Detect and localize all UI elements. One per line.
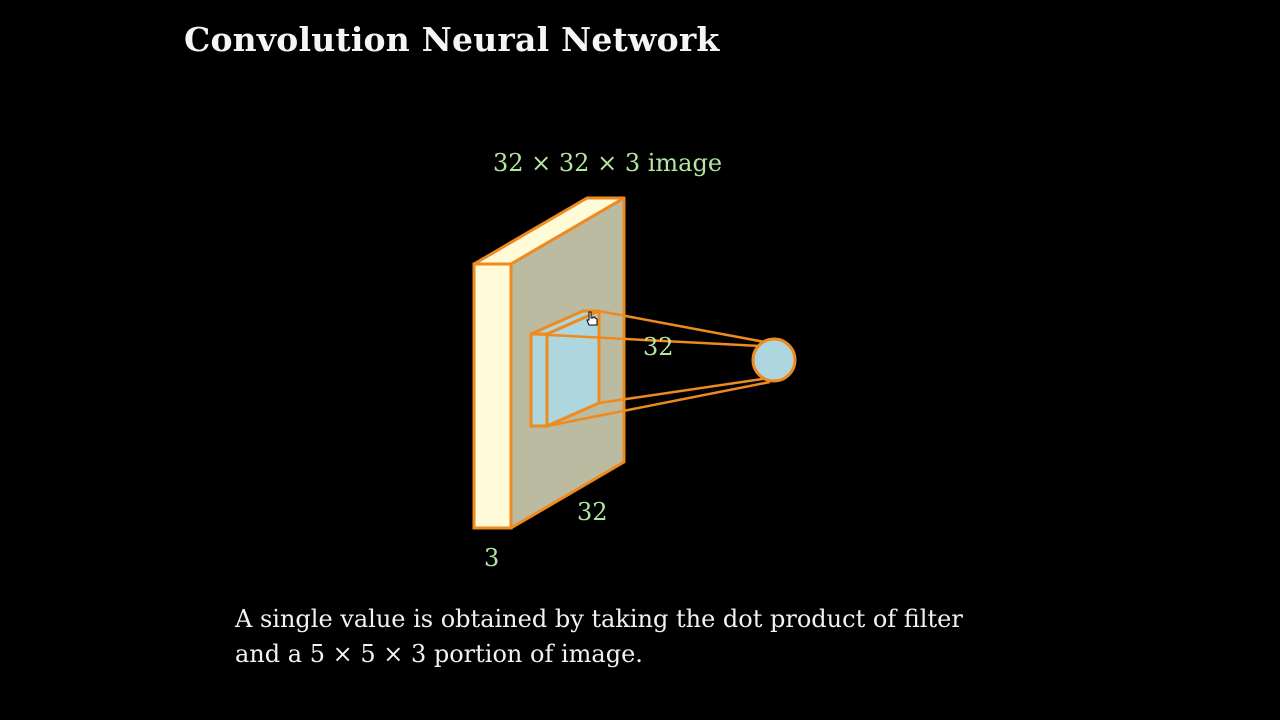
image-volume-front-face [472, 262, 513, 530]
caption-line-1: A single value is obtained by taking the… [235, 605, 963, 633]
caption: A single value is obtained by taking the… [235, 602, 963, 672]
output-neuron [751, 337, 797, 383]
slide-title: Convolution Neural Network [184, 20, 720, 59]
projection-line-top-back [598, 309, 771, 345]
width-dimension-label: 32 [577, 498, 608, 526]
depth-dimension-label: 3 [484, 544, 499, 572]
projection-line-bottom-front [546, 380, 771, 428]
projection-line-bottom-back [598, 375, 777, 405]
projection-line-top-front [530, 332, 761, 348]
caption-line-2: and a 5 × 5 × 3 portion of image. [235, 640, 643, 668]
height-dimension-label: 32 [643, 333, 674, 361]
hand-cursor-icon [586, 311, 598, 326]
filter-region-front-face [529, 332, 549, 428]
image-dimensions-label: 32 × 32 × 3 image [493, 149, 722, 177]
